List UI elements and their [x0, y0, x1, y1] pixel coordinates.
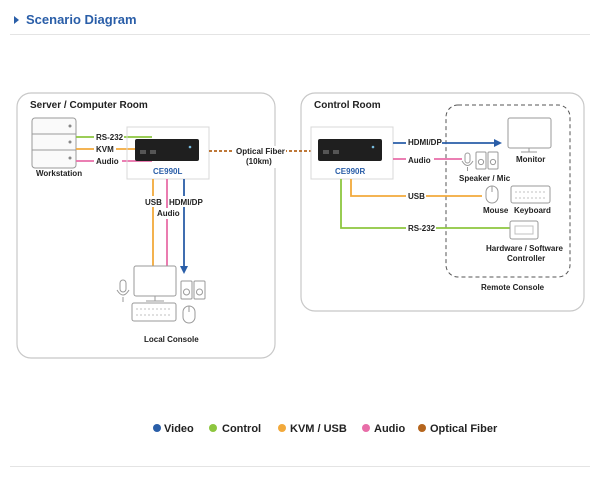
ce990r-device-icon [318, 139, 382, 161]
rs232-line-remote [340, 179, 510, 229]
mouse-label: Mouse [483, 206, 509, 215]
local-microphone-icon [116, 279, 130, 302]
local-console-label: Local Console [144, 335, 199, 344]
page-title: Scenario Diagram [26, 12, 137, 27]
legend-optical-label: Optical Fiber [430, 423, 498, 435]
remote-microphone-icon [461, 152, 474, 171]
ce990l-label: CE990L [153, 167, 182, 176]
audio-label-remote: Audio [408, 156, 431, 165]
ce990l-device-icon [135, 139, 199, 161]
speaker-mic-label: Speaker / Mic [459, 174, 511, 183]
remote-speaker-icon [475, 151, 499, 170]
control-room-title: Control Room [314, 100, 381, 111]
optical-fiber-label: Optical Fiber [236, 147, 285, 156]
local-keyboard-icon [131, 302, 177, 322]
workstation-label: Workstation [36, 169, 82, 178]
control-room-box [300, 92, 585, 312]
legend-audio-label: Audio [374, 423, 405, 435]
remote-keyboard-icon [510, 185, 551, 204]
controller-label-line2: Controller [507, 254, 545, 263]
monitor-label: Monitor [516, 155, 545, 164]
local-speaker-icon [180, 280, 206, 300]
legend-video-label: Video [164, 423, 194, 435]
header-divider [10, 34, 590, 35]
footer-divider [10, 466, 590, 467]
ce990r-label: CE990R [335, 167, 365, 176]
server-room-title: Server / Computer Room [30, 100, 148, 111]
ce990l-frame [126, 126, 210, 180]
rs232-label-remote: RS-232 [408, 224, 436, 233]
ce990r-frame [310, 126, 394, 180]
keyboard-label: Keyboard [514, 206, 551, 215]
controller-icon [509, 220, 539, 240]
video-arrow-remote [494, 139, 502, 147]
legend-optical-swatch [418, 424, 426, 432]
legend-kvm-usb-swatch [278, 424, 286, 432]
audio-label-local: Audio [96, 157, 119, 166]
legend-control-label: Control [222, 423, 261, 435]
remote-mouse-icon [485, 185, 499, 204]
usb-label-remote: USB [408, 192, 425, 201]
section-header: Scenario Diagram [0, 0, 600, 40]
remote-monitor-icon [507, 117, 552, 153]
legend-control-swatch [209, 424, 217, 432]
legend-kvm-usb-label: KVM / USB [290, 423, 347, 435]
workstation-icon [31, 117, 77, 169]
local-monitor-icon [133, 265, 177, 302]
hdmi-label-remote: HDMI/DP [408, 138, 442, 147]
optical-fiber-distance: (10km) [246, 157, 272, 166]
video-arrow-local [180, 266, 188, 274]
remote-console-box [445, 104, 571, 278]
remote-console-label: Remote Console [481, 283, 545, 292]
server-room-box [16, 92, 276, 359]
usb-line-remote [350, 179, 482, 197]
legend-audio-swatch [362, 424, 370, 432]
legend: Video Control KVM / USB Audio Optical Fi… [153, 423, 498, 435]
local-mouse-icon [182, 305, 196, 324]
kvm-label-local: KVM [96, 145, 114, 154]
audio-label-local-console: Audio [157, 209, 180, 218]
legend-video-swatch [153, 424, 161, 432]
rs232-label-local: RS-232 [96, 133, 124, 142]
hdmi-label-local: HDMI/DP [169, 198, 203, 207]
usb-label-local: USB [145, 198, 162, 207]
section-bullet-icon [14, 16, 19, 24]
controller-label-line1: Hardware / Software [486, 244, 563, 253]
